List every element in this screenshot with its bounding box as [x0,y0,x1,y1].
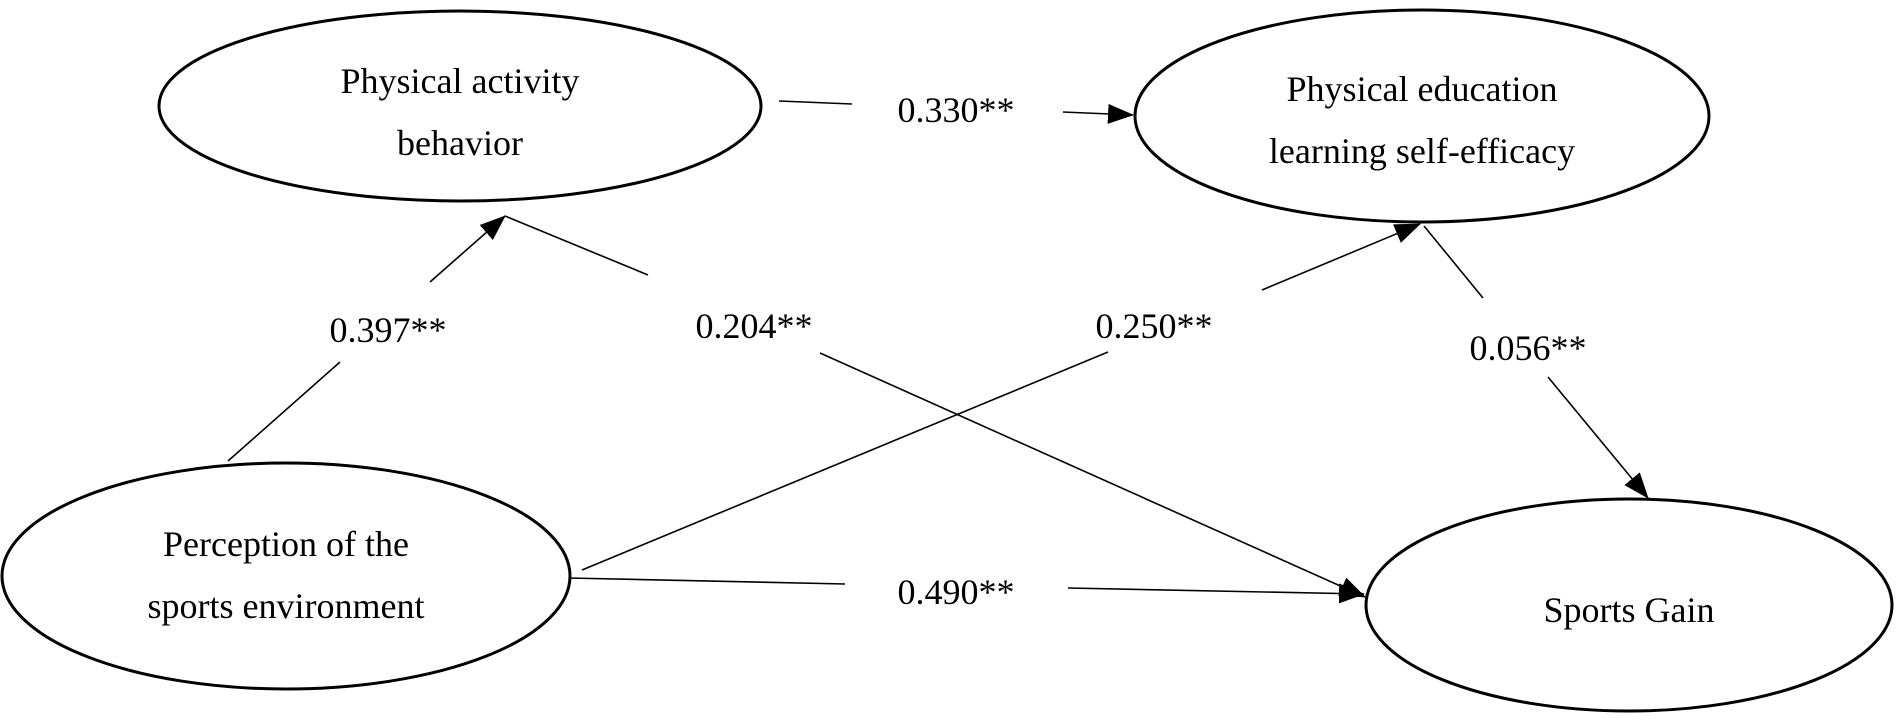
edge-pab-to-sg-line-start [504,215,649,276]
edge-pab-to-pesle-label: 0.330** [898,90,1015,130]
node-physical-activity-behavior-line-1: Physical activity [341,61,580,101]
node-sports-gain: Sports Gain [1364,497,1894,713]
edge-pab-to-sg-label: 0.204** [696,306,813,346]
edge-pse-to-sg-line-end [1067,583,1365,604]
edge-pab-to-sg-line-end [819,352,1366,598]
node-sports-gain-line-1: Sports Gain [1544,590,1715,630]
edge-pab-to-pesle-line-start [778,100,853,105]
edge-pse-to-sg: 0.490** [567,572,1365,612]
edge-pesle-to-sg-label: 0.056** [1470,328,1587,368]
edge-pab-to-pesle-line-end [1062,103,1134,124]
edge-pse-to-pab-line-start [227,361,341,462]
node-perception-of-sports-environment: Perception of the sports environment [0,461,572,691]
edge-pse-to-pab-label: 0.397** [330,310,447,350]
node-physical-activity-behavior-ellipse [157,9,763,203]
node-physical-activity-behavior-line-2: behavior [397,123,523,163]
edge-pab-to-sg: 0.204** [504,215,1366,598]
node-perception-of-sports-environment-ellipse [0,461,572,691]
edge-pab-to-pesle: 0.330** [778,90,1134,130]
node-pe-learning-self-efficacy-line-2: learning self-efficacy [1269,131,1575,171]
node-perception-of-sports-environment-line-1: Perception of the [163,524,409,564]
edge-pse-to-sg-line-start [567,577,846,585]
edge-pse-to-sg-label: 0.490** [898,572,1015,612]
node-pe-learning-self-efficacy: Physical education learning self-efficac… [1133,8,1711,224]
edge-pesle-to-sg-line-start [1423,225,1484,299]
edge-pse-to-pab-line-end [429,215,506,283]
edge-pse-to-pab: 0.397** [227,215,506,462]
node-sports-gain-ellipse [1364,497,1894,713]
edge-pse-to-pesle-line-start [581,351,1109,571]
node-perception-of-sports-environment-line-2: sports environment [148,586,425,626]
edge-pesle-to-sg-line-end [1547,376,1649,499]
edge-pesle-to-sg: 0.056** [1423,225,1649,499]
node-pe-learning-self-efficacy-line-1: Physical education [1287,69,1558,109]
node-pe-learning-self-efficacy-ellipse [1133,8,1711,224]
edge-pse-to-pesle: 0.250** [581,223,1421,571]
edge-pse-to-pesle-label: 0.250** [1096,306,1213,346]
edge-pse-to-pesle-line-end [1261,223,1421,291]
node-physical-activity-behavior: Physical activity behavior [157,9,763,203]
